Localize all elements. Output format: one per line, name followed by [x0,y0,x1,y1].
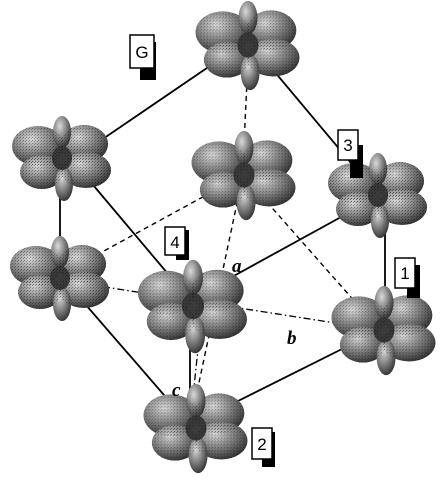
orbital-center-back [191,130,296,221]
label-1: 1 [394,257,420,298]
label-1-text: 1 [400,264,409,283]
orbital-left-lower [10,236,109,321]
cell-edges [59,39,386,426]
orbital-top-back [195,0,300,91]
back-edges [59,59,381,426]
orbital-right-lower [331,285,436,376]
label-3-text: 3 [343,136,352,155]
orbital-right-upper [328,153,427,238]
axis-b-label: b [287,328,297,349]
label-3: 3 [337,129,363,178]
label-G-text: G [135,43,148,62]
orbital-center-front [138,259,247,354]
orbital-bottom-front [143,383,248,474]
label-G: G [129,34,156,80]
label-4-text: 4 [170,233,179,252]
label-2: 2 [251,427,275,467]
axis-c-label: c [172,380,181,401]
label-4: 4 [164,226,189,260]
label-2-text: 2 [257,435,266,454]
axis-a-label: a [232,256,242,277]
